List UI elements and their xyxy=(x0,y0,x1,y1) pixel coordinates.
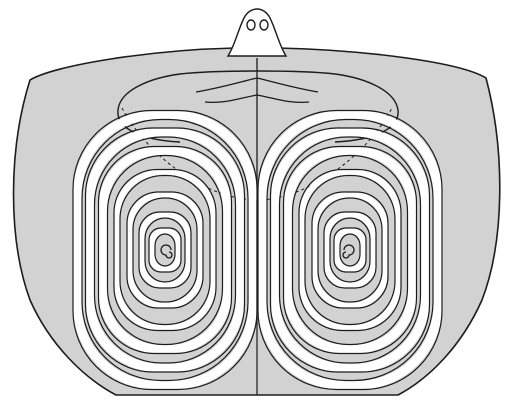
stem-hole-left xyxy=(247,20,255,30)
top-stem xyxy=(228,9,286,56)
stem-hole-right xyxy=(260,20,268,30)
stem-body xyxy=(228,9,286,56)
